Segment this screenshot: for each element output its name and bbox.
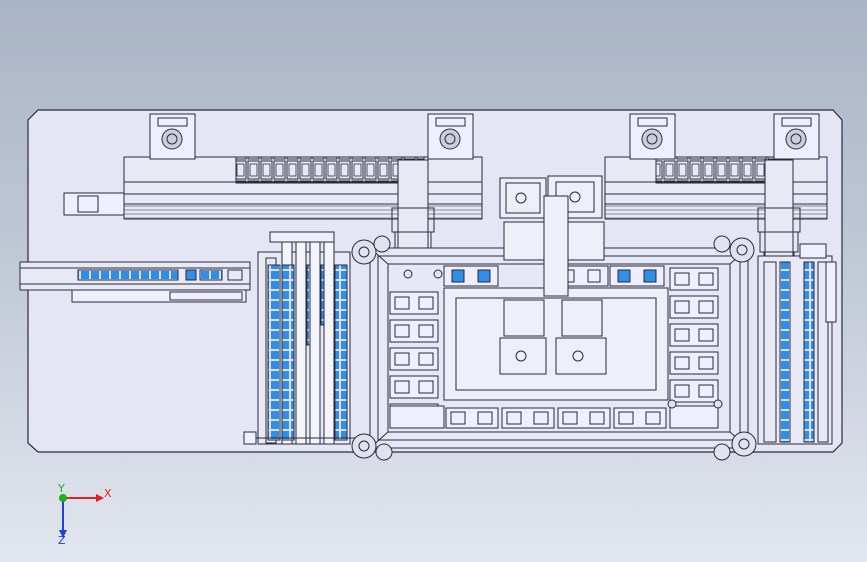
right-linear-module (604, 113, 828, 266)
x-axis-label: X (104, 487, 112, 500)
frame-rollers (351, 235, 757, 461)
left-linear-module (63, 113, 483, 266)
coordinate-triad: X Y Z (57, 482, 112, 547)
fixture-nests-bottom (389, 405, 719, 429)
fixture-nests-right (669, 267, 719, 403)
y-axis-label: Y (57, 482, 65, 495)
left-stack-magazine (243, 231, 356, 445)
y-axis-marker (59, 494, 67, 502)
left-feed-rail (19, 261, 251, 303)
right-stack-magazine (757, 243, 837, 445)
central-cylinder-assembly (499, 175, 607, 375)
z-axis-label: Z (58, 534, 66, 547)
